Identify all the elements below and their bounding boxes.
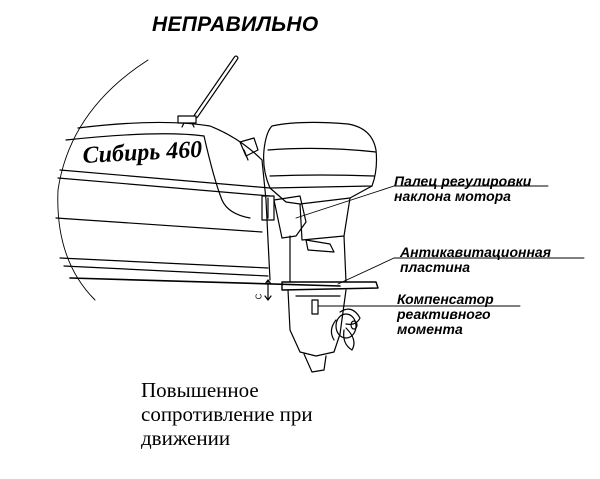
outboard-motor: [262, 122, 378, 372]
dimension-mark: С: [254, 293, 264, 300]
boat-hull: [56, 122, 340, 286]
dimension-arrows: [265, 280, 271, 300]
tilt-pin-label: Палец регулировки наклона мотора: [394, 173, 532, 204]
caption: Повышенное сопротивление при движении: [141, 378, 313, 450]
tube-arc: [58, 60, 148, 300]
page-title: НЕПРАВИЛЬНО: [152, 13, 319, 36]
antenna: [178, 58, 236, 127]
leader-lines: [296, 186, 584, 306]
anticavitation-plate-label: Антикавитационная пластина: [400, 244, 551, 275]
torque-compensator-label: Компенсатор реактивного момента: [397, 291, 494, 337]
